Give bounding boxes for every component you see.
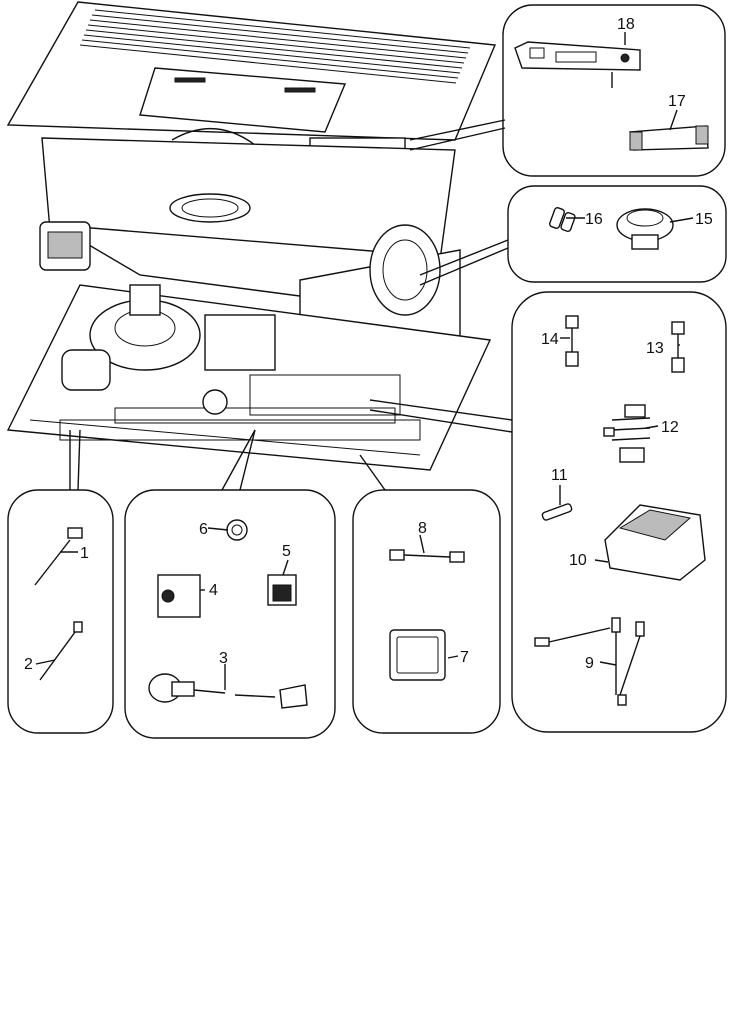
panel-15-16 [507, 185, 727, 283]
lid-handle [171, 128, 256, 146]
callout-7: 7 [460, 649, 469, 666]
callout-5: 5 [282, 543, 291, 560]
stove-assembly [6, 1, 497, 471]
callout-1: 1 [80, 545, 89, 562]
callout-10: 10 [569, 552, 587, 569]
callout-labels: 18 17 16 15 14 13 12 11 10 9 8 7 6 5 4 3… [24, 16, 713, 673]
lid-vent-slots [79, 9, 471, 84]
part-11-fuse-holder [541, 503, 573, 521]
detail-panels [7, 4, 727, 739]
part-9-sensor-cable [534, 617, 645, 706]
part-10-control-board [604, 504, 706, 581]
blower-motor [129, 284, 161, 316]
part-4-switch [157, 574, 201, 618]
callout-14: 14 [541, 331, 559, 348]
panel-9-14 [511, 291, 727, 733]
hopper-opening [169, 193, 251, 223]
igniter-cap [202, 389, 228, 415]
hatch-slot-left [174, 77, 206, 83]
part-8-cable [389, 549, 465, 563]
callout-3: 3 [219, 650, 228, 667]
callout-15: 15 [695, 211, 713, 228]
callout-8: 8 [418, 520, 427, 537]
part-3-igniter [148, 673, 308, 709]
part-13-harness [671, 321, 685, 373]
part-12-wire-harness [603, 404, 651, 463]
panel-7-8 [352, 489, 501, 734]
base-vent-grid [59, 419, 421, 441]
panel-17-18 [502, 4, 726, 177]
control-module [204, 314, 276, 371]
part-2-probe [39, 621, 83, 681]
callout-4: 4 [209, 582, 218, 599]
part-16-fuses [549, 207, 576, 233]
callout-11: 11 [551, 467, 568, 484]
callout-16: 16 [585, 211, 603, 228]
part-14-harness [565, 315, 579, 367]
callout-12: 12 [661, 419, 679, 436]
part-1-probe [34, 527, 83, 586]
part-15-pressure-switch [616, 208, 674, 250]
panel-1-2 [7, 489, 114, 734]
panel-3-6 [124, 489, 336, 739]
right-fan [369, 224, 441, 316]
callout-2: 2 [24, 656, 33, 673]
part-18-display-panel [514, 41, 641, 88]
part-5-power-socket [267, 574, 297, 606]
callout-6: 6 [199, 521, 208, 538]
part-7-gasket [389, 629, 446, 681]
callout-17: 17 [668, 93, 686, 110]
callout-13: 13 [646, 340, 664, 357]
blower-outlet [61, 349, 111, 391]
board-openings [114, 374, 401, 424]
callout-leaders [35, 32, 694, 690]
callout-9: 9 [585, 655, 594, 672]
part-17-ribbon-cable [629, 125, 709, 151]
callout-18: 18 [617, 16, 635, 33]
leader-lines [69, 119, 513, 491]
lid-hatch [139, 67, 347, 133]
hatch-slot-right [284, 87, 316, 93]
part-6-cable-gland [226, 519, 248, 541]
